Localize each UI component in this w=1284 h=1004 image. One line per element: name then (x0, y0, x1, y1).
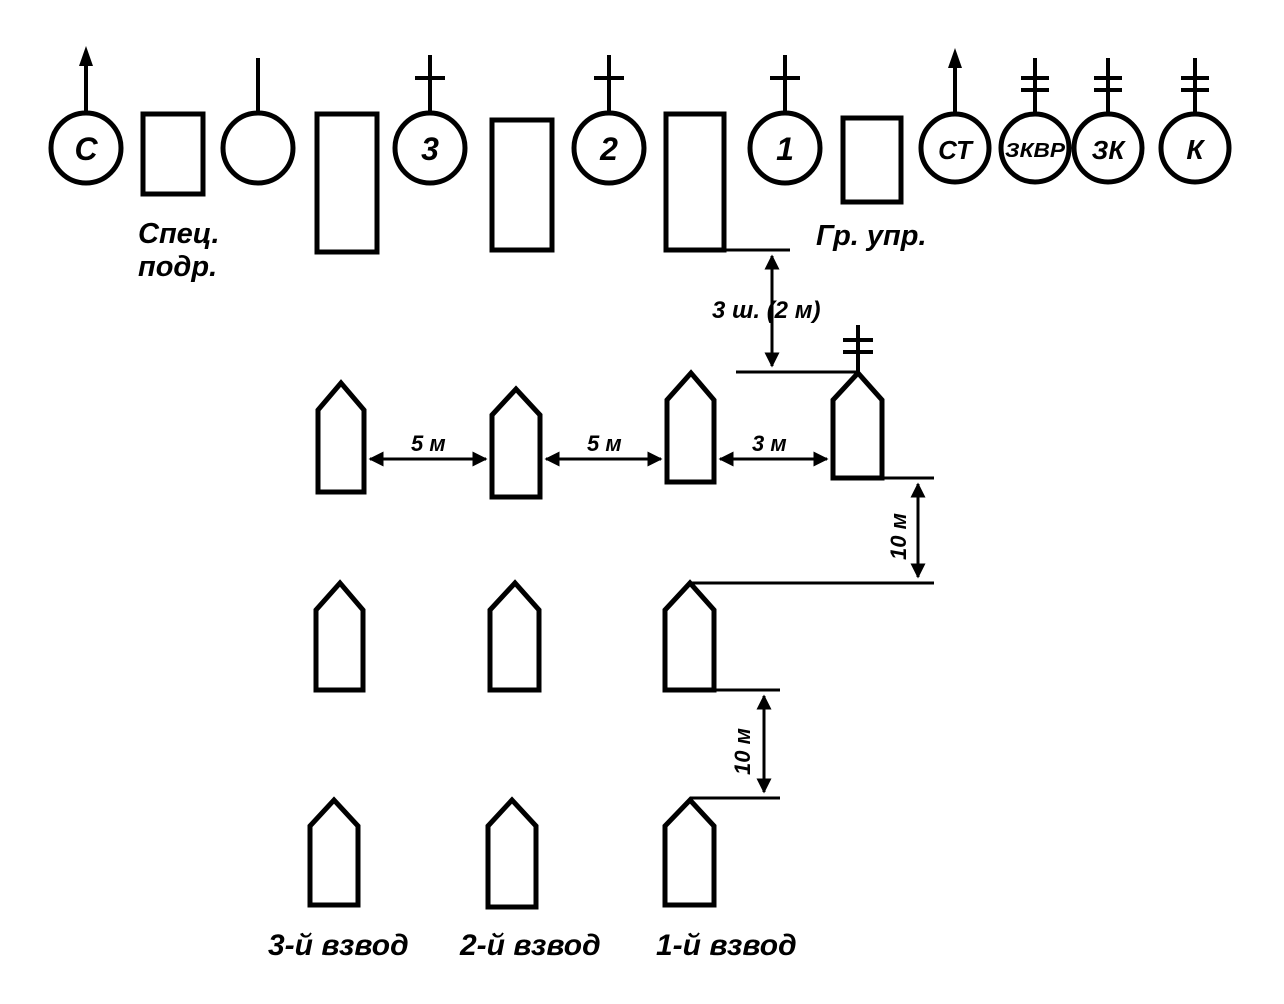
circle-label-st: СТ (938, 135, 974, 165)
dimension-10m-a (691, 476, 934, 585)
platoon-label-3: 3-й взвод (268, 929, 409, 962)
circle-label-zkvr: ЗКВР (1005, 140, 1066, 162)
vehicle-2-1 (489, 385, 543, 500)
deputy-commander-edu-symbol (998, 58, 1072, 185)
dim-label-5m-b: 5 м (587, 431, 622, 456)
vehicle-3-1 (315, 379, 367, 495)
platoon-3-rect (314, 111, 380, 255)
vehicle-2-3 (485, 796, 539, 910)
platoon-label-1: 1-й взвод (656, 929, 797, 962)
vehicle-3-2 (313, 579, 366, 693)
senior-technician-symbol (918, 48, 992, 185)
vehicle-2-2 (487, 579, 542, 693)
circle-label-2: 2 (599, 131, 618, 167)
circle-label-1: 1 (776, 131, 794, 167)
commander-s-symbol (48, 46, 124, 186)
circle-label-k: К (1186, 134, 1205, 165)
commander-symbol (1158, 58, 1232, 185)
vehicle-1-1 (664, 369, 717, 485)
platoon-label-2: 2-й взвод (459, 929, 601, 962)
deputy-commander-symbol (1071, 58, 1145, 185)
control-group-label: Гр. упр. (816, 220, 927, 252)
platoon-3-leader-symbol (392, 55, 468, 186)
vehicle-3-3 (307, 796, 361, 908)
control-group-rect (840, 115, 904, 205)
vehicle-1-3 (662, 796, 717, 908)
spec-label-line2: подр. (138, 251, 217, 283)
dimension-top-gap (724, 248, 858, 374)
platoon-2-rect (489, 117, 555, 253)
dimension-10m-b (690, 688, 780, 800)
platoon-1-leader-symbol (747, 55, 823, 186)
dim-label-3m: 3 м (752, 431, 787, 456)
arrow-up-icon (79, 46, 93, 66)
circle-label-zk: ЗК (1092, 135, 1127, 165)
dim-label-5m-a: 5 м (411, 431, 446, 456)
spec-label-line1: Спец. (138, 218, 220, 250)
blank-circle-symbol (220, 58, 296, 186)
dim-label-top: 3 ш. (2 м) (712, 297, 820, 324)
dim-label-10m-a: 10 м (886, 513, 911, 560)
circle-label-s: С (74, 131, 98, 167)
vehicle-1-2 (662, 579, 717, 693)
dim-label-10m-b: 10 м (730, 728, 755, 775)
platoon-1-rect (663, 111, 727, 253)
commander-vehicle (830, 325, 885, 481)
spec-unit-rect (140, 111, 206, 197)
platoon-2-leader-symbol (571, 55, 647, 186)
circle-label-3: 3 (421, 131, 439, 167)
arrow-up-icon (948, 48, 962, 68)
